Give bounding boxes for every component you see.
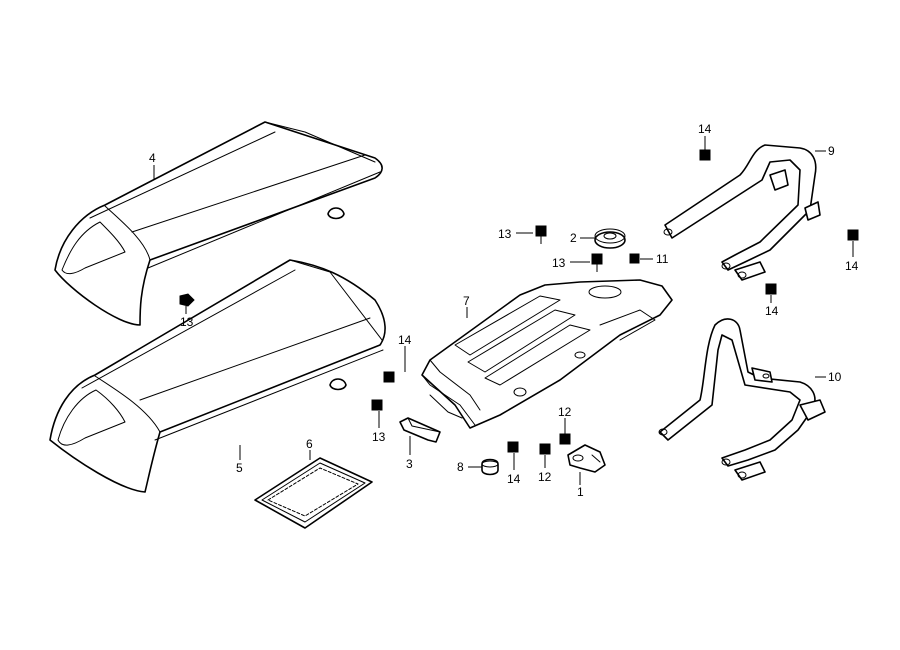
bolt-13-bracket[interactable] <box>371 399 383 411</box>
callout-6: 6 <box>306 437 313 451</box>
callout-4: 4 <box>149 151 156 165</box>
callout-14-rail-bottom: 14 <box>765 304 779 318</box>
part-4-seat-upper[interactable] <box>54 121 383 326</box>
callout-14-rail-top: 14 <box>698 122 712 136</box>
part-10-grab-rail-lower[interactable] <box>658 318 826 481</box>
callout-8: 8 <box>457 460 464 474</box>
callout-14-seat: 14 <box>398 333 412 347</box>
callout-12-lower: 12 <box>538 470 552 484</box>
callout-7: 7 <box>463 294 470 308</box>
callout-12-upper: 12 <box>558 405 572 419</box>
callout-10: 10 <box>828 370 842 384</box>
part-9-grab-rail-upper[interactable] <box>663 144 821 281</box>
part-5-seat-lower[interactable] <box>49 259 386 493</box>
bolt-11[interactable] <box>629 253 640 264</box>
part-3-bracket[interactable] <box>399 417 441 443</box>
callout-14-frame: 14 <box>507 472 521 486</box>
part-6-document-bag[interactable] <box>254 457 373 529</box>
bolt-13-frame-mid[interactable] <box>591 253 603 272</box>
callout-3: 3 <box>406 457 413 471</box>
callout-13-upper-seat: 13 <box>180 315 194 329</box>
bolt-14-rail-bottom[interactable] <box>765 283 777 295</box>
part-2-grommet[interactable] <box>594 228 626 249</box>
bolt-12-upper[interactable] <box>559 433 571 445</box>
callout-2: 2 <box>570 231 577 245</box>
callout-11: 11 <box>656 252 669 266</box>
part-1-seat-hook[interactable] <box>567 444 606 473</box>
callout-13-frame-mid: 13 <box>552 256 566 270</box>
bolt-12-lower[interactable] <box>539 443 551 455</box>
callout-labels: 4 13 5 6 7 13 2 13 11 14 13 3 8 14 12 12… <box>149 122 859 499</box>
bolt-13-upper-seat[interactable] <box>179 293 195 307</box>
callout-14-rail-right: 14 <box>845 259 859 273</box>
callout-13-bracket: 13 <box>372 430 386 444</box>
part-8-nut[interactable] <box>481 458 499 476</box>
bolt-14-frame[interactable] <box>507 441 519 453</box>
leader-lines <box>153 136 854 485</box>
bolt-14-rail-right[interactable] <box>847 229 859 241</box>
part-7-seat-frame[interactable] <box>421 279 673 429</box>
bolt-14-seat[interactable] <box>383 371 395 383</box>
callout-13-frame-left: 13 <box>498 227 512 241</box>
bolt-13-frame-left[interactable] <box>535 225 547 244</box>
callout-1: 1 <box>577 485 584 499</box>
callout-5: 5 <box>236 461 243 475</box>
callout-9: 9 <box>828 144 835 158</box>
bolt-14-rail-top[interactable] <box>699 149 711 161</box>
